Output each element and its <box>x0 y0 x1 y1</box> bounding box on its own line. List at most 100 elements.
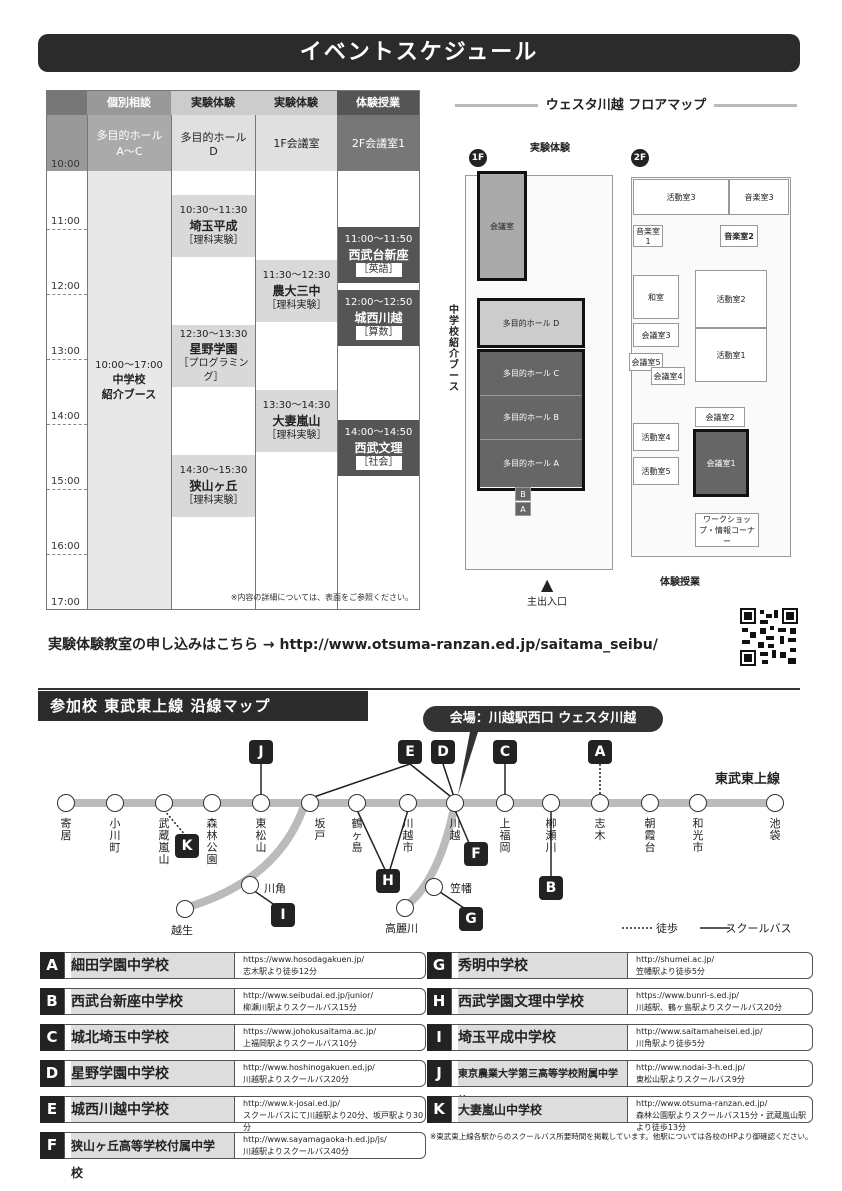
station-name: 寄居 <box>60 817 72 843</box>
room-header-3: 1F会議室 <box>255 115 337 171</box>
booth-event: 10:00～17:00 中学校 紹介ブース <box>95 360 163 401</box>
station-marker <box>348 794 366 812</box>
qr-code-icon[interactable] <box>740 608 798 666</box>
apply-line: 実験体験教室の申し込みはこちら → http://www.otsuma-ranz… <box>48 634 748 654</box>
school-access: 森林公園駅よりスクールバス15分・武蔵嵐山駅より徒歩13分 <box>636 1111 807 1132</box>
station-marker <box>203 794 221 812</box>
room-kaigi3: 会議室3 <box>633 323 679 347</box>
school-letter: D <box>40 1060 64 1087</box>
room-hall-c: 多目的ホール C <box>479 351 583 395</box>
station-name: 笠幡 <box>450 882 472 895</box>
school-url-link[interactable]: http://shumei.ac.jp/ <box>636 955 715 964</box>
legend: 徒歩 スクールバス <box>622 920 792 936</box>
time-label: 10:00 <box>51 159 80 170</box>
marker-k: K <box>175 834 199 858</box>
room-ongaku2: 音楽室2 <box>720 225 758 247</box>
station-marker <box>57 794 75 812</box>
station-marker <box>641 794 659 812</box>
school-letter: C <box>40 1024 64 1051</box>
time-label: 11:00 <box>51 216 80 227</box>
room-a: A <box>515 502 531 516</box>
school-access: スクールバスにて川越駅より20分、坂戸駅より30分 <box>243 1111 424 1132</box>
school-letter: E <box>40 1096 64 1123</box>
school-letter: A <box>40 952 64 979</box>
apply-url-link[interactable]: http://www.otsuma-ranzan.ed.jp/saitama_s… <box>279 637 658 653</box>
page-title: イベントスケジュール <box>38 34 800 72</box>
apply-label: 実験体験教室の申し込みはこちら → <box>48 637 280 653</box>
station-marker <box>689 794 707 812</box>
school-url-link[interactable]: http://www.sayamagaoka-h.ed.jp/js/ <box>243 1135 387 1144</box>
school-access: 川越駅よりスクールバス40分 <box>243 1147 350 1156</box>
marker-a: A <box>588 740 612 764</box>
station-marker <box>106 794 124 812</box>
line-diagram <box>66 732 775 929</box>
room-kaigi2: 会議室2 <box>695 407 745 427</box>
label-booth: 中学校紹介ブース <box>449 305 459 393</box>
marker-b: B <box>539 876 563 900</box>
school-letter: K <box>427 1096 451 1123</box>
school-access: 川越駅よりスクールバス20分 <box>243 1075 350 1084</box>
school-access: 東松山駅よりスクールバス9分 <box>636 1075 745 1084</box>
school-url-link[interactable]: http://www.seibudai.ed.jp/junior/ <box>243 991 374 1000</box>
legend-walk: 徒歩 <box>656 922 678 935</box>
school-url-link[interactable]: http://www.saitamaheisei.ed.jp/ <box>636 1027 763 1036</box>
school-name: 西武学園文理中学校 <box>458 989 628 1014</box>
venue-badge: 会場：川越駅西口 ウェスタ川越 <box>423 706 663 732</box>
room-katsudo4: 活動室4 <box>633 423 679 451</box>
station-name: 朝霞台 <box>644 817 656 855</box>
school-url-link[interactable]: http://www.k-josai.ed.jp/ <box>243 1099 340 1108</box>
school-access: 笠幡駅より徒歩5分 <box>636 967 705 976</box>
school-name: 大妻嵐山中学校 <box>458 1097 628 1122</box>
school-letter: F <box>40 1132 64 1159</box>
station-marker <box>252 794 270 812</box>
station-ogose <box>176 900 194 918</box>
room-hall-d: 多目的ホール D <box>477 298 585 348</box>
time-label: 13:00 <box>51 346 80 357</box>
station-name: 川角 <box>264 882 286 895</box>
station-marker <box>542 794 560 812</box>
time-label: 14:00 <box>51 411 80 422</box>
schedule-note: ※内容の詳細については、表面をご参照ください。 <box>230 593 413 602</box>
event-seibudai: 11:00～11:50 西武台新座 ［英語］ <box>338 227 419 283</box>
station-marker <box>399 794 417 812</box>
station-name: 越生 <box>171 924 193 937</box>
station-name: 武蔵嵐山 <box>158 817 170 867</box>
school-letter: I <box>427 1024 451 1051</box>
room-katsudo5: 活動室5 <box>633 457 679 485</box>
school-url-link[interactable]: http://www.nodai-3-h.ed.jp/ <box>636 1063 746 1072</box>
school-url-link[interactable]: https://www.johokusaitama.ac.jp/ <box>243 1027 377 1036</box>
room-header-4: 2F会議室1 <box>337 115 419 171</box>
room-katsudo2: 活動室2 <box>695 270 767 328</box>
school-url-link[interactable]: https://www.hosodagakuen.jp/ <box>243 955 365 964</box>
school-name: 狭山ヶ丘高等学校付属中学校 <box>71 1133 235 1180</box>
school-name: 秀明中学校 <box>458 953 628 978</box>
school-url-link[interactable]: https://www.bunri-s.ed.jp/ <box>636 991 739 1000</box>
footnote: ※東武東上線各駅からのスクールバス所要時間を掲載しています。他駅については各校の… <box>430 1132 813 1141</box>
school-access: 上福岡駅よりスクールバス10分 <box>243 1039 358 1048</box>
school-access: 柳瀬川駅よりスクールバス15分 <box>243 1003 358 1012</box>
station-marker <box>766 794 784 812</box>
school-url-link[interactable]: http://www.hoshinogakuen.ed.jp/ <box>243 1063 375 1072</box>
station-name: 川越 <box>449 817 461 843</box>
station-marker <box>155 794 173 812</box>
school-name: 埼玉平成中学校 <box>458 1025 628 1050</box>
station-name: 坂戸 <box>314 817 326 843</box>
station-marker <box>446 794 464 812</box>
room-washitsu: 和室 <box>633 275 679 319</box>
entrance-arrow-icon: ▲ <box>541 575 554 594</box>
label-experiment: 実験体験 <box>530 143 570 154</box>
station-komagawa <box>396 899 414 917</box>
room-b: B <box>515 487 531 501</box>
school-access: 川角駅より徒歩5分 <box>636 1039 705 1048</box>
time-label: 17:00 <box>51 597 80 608</box>
legend-bus: スクールバス <box>725 922 792 935</box>
schedule-category-3: 実験体験 <box>255 91 337 115</box>
floormap: 1F 2F 実験体験 中学校紹介ブース 体験授業 主出入口 会議室 多目的ホール… <box>449 125 800 610</box>
school-url-link[interactable]: http://www.otsuma-ranzan.ed.jp/ <box>636 1099 768 1108</box>
line-name: 東武東上線 <box>715 772 781 787</box>
label-lesson: 体験授業 <box>660 577 700 588</box>
school-name: 西武台新座中学校 <box>71 989 235 1014</box>
